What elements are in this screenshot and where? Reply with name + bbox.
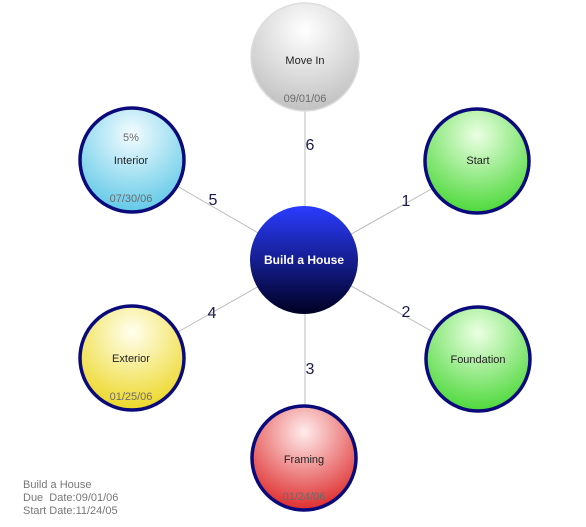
node-move-in[interactable]: Move In 09/01/06 [250, 2, 360, 112]
node-exterior-label: Exterior [112, 353, 150, 365]
project-info-title: Build a House [23, 479, 92, 491]
project-info: Build a House Due Date:09/01/06 Start Da… [23, 479, 118, 518]
node-move-in-circle [250, 2, 360, 112]
node-interior-date: 07/30/06 [110, 193, 153, 205]
edge-label-foundation: 2 [402, 304, 411, 321]
center-node-label: Build a House [264, 253, 344, 267]
center-node[interactable]: Build a House [250, 206, 358, 314]
node-exterior-circle [78, 304, 186, 412]
node-interior-label: Interior [114, 155, 149, 167]
node-exterior-date: 01/25/06 [110, 391, 153, 403]
edge-label-exterior: 4 [208, 305, 217, 322]
node-interior-circle [78, 106, 186, 214]
node-foundation-circle [424, 305, 532, 413]
node-exterior[interactable]: Exterior 01/25/06 [78, 304, 186, 412]
edge-label-move-in: 6 [306, 137, 315, 154]
node-start-label: Start [466, 155, 489, 167]
node-foundation-label: Foundation [450, 354, 505, 366]
node-framing-circle [250, 404, 358, 512]
project-info-due-date: Due Date:09/01/06 [23, 492, 119, 504]
center-node-circle [250, 206, 358, 314]
node-interior-percent: 5% [123, 132, 139, 144]
edge-label-framing: 3 [306, 361, 315, 378]
node-interior[interactable]: 5% Interior 07/30/06 [78, 106, 186, 214]
node-framing-date: 01/24/06 [283, 491, 326, 503]
node-start-circle [423, 107, 531, 215]
project-info-start-date: Start Date:11/24/05 [23, 505, 118, 517]
node-framing-label: Framing [284, 454, 324, 466]
node-foundation[interactable]: Foundation [424, 305, 532, 413]
node-move-in-date: 09/01/06 [284, 93, 327, 105]
edge-label-interior: 5 [209, 192, 218, 209]
node-move-in-label: Move In [285, 55, 324, 67]
edge-label-start: 1 [402, 193, 411, 210]
node-framing[interactable]: Framing 01/24/06 [250, 404, 358, 512]
node-start[interactable]: Start [423, 107, 531, 215]
